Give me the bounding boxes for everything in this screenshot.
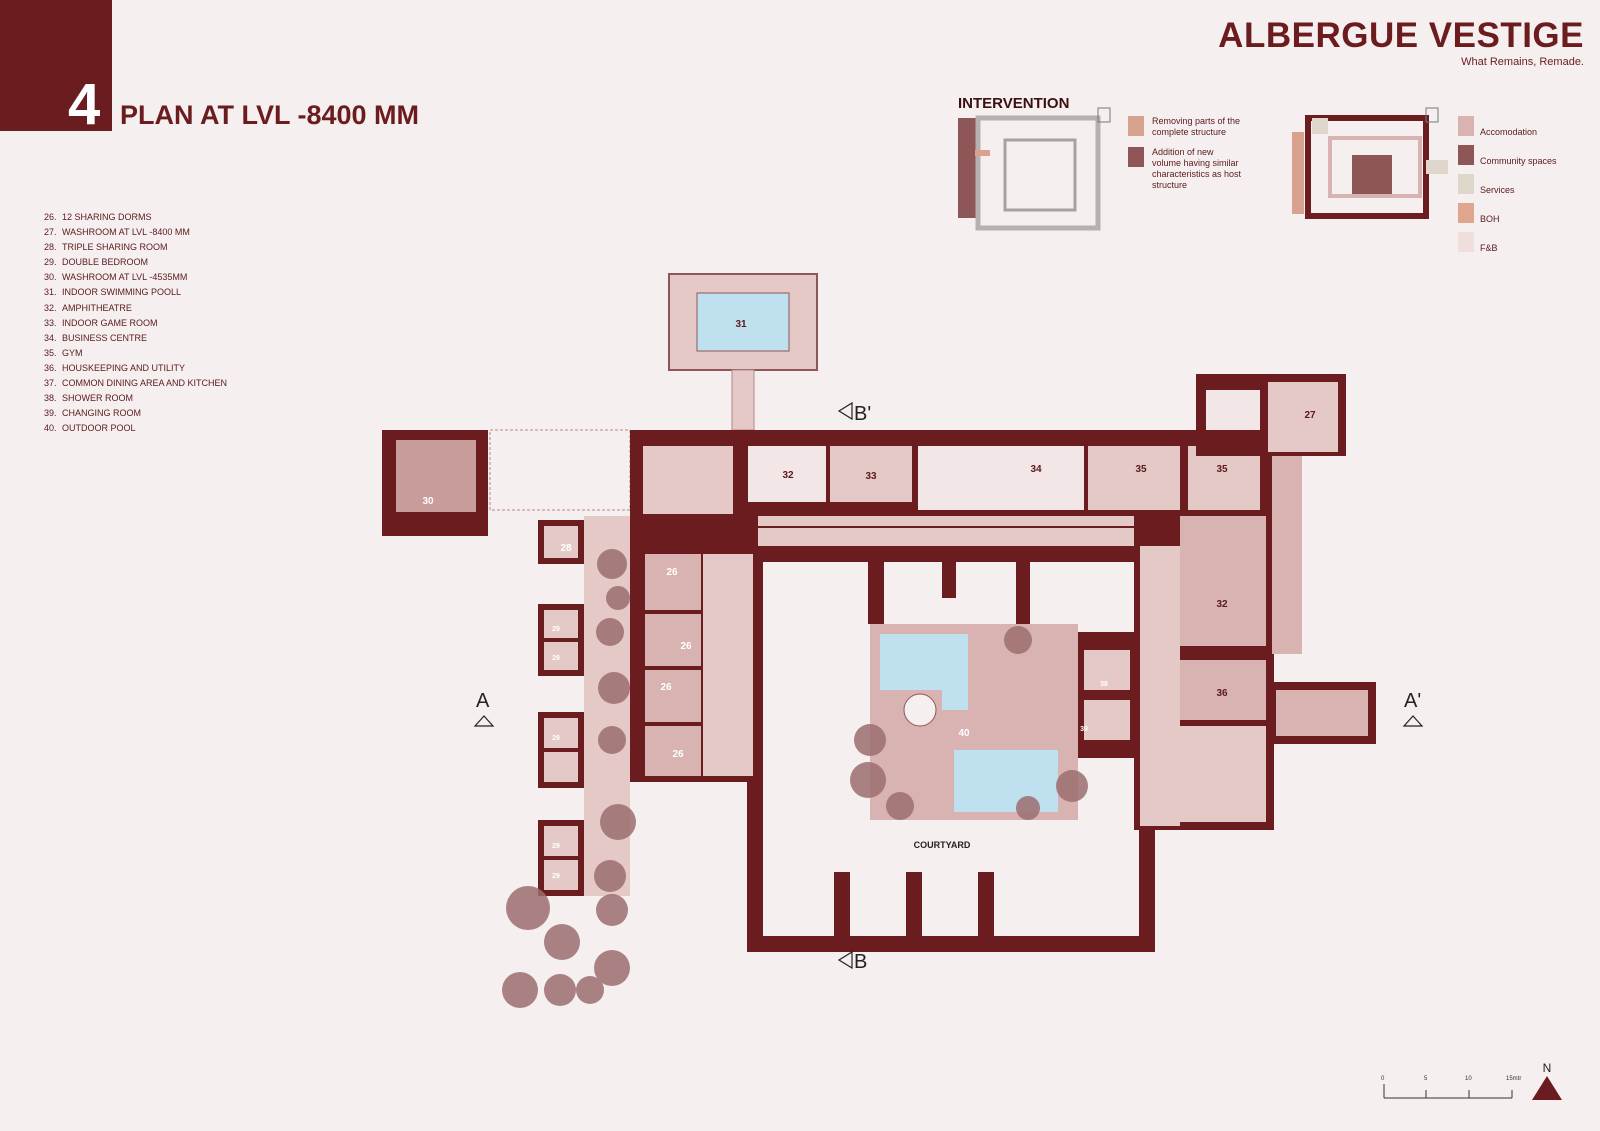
- room-label: 29: [552, 655, 560, 662]
- section-b-label: B: [854, 951, 867, 973]
- legend-item: 35.GYM: [44, 347, 83, 358]
- north-arrow: N: [1532, 1061, 1562, 1100]
- section-markers: A A' B' B: [473, 401, 1424, 973]
- svg-text:N: N: [1543, 1061, 1552, 1075]
- room-label: 38: [1100, 681, 1108, 688]
- sheet-number: 4: [68, 72, 101, 137]
- legend-item: 40.OUTDOOR POOL: [44, 423, 136, 434]
- legend-item: 37.COMMON DINING AREA AND KITCHEN: [44, 378, 228, 389]
- room-label: 29: [552, 873, 560, 880]
- room-label: 26: [660, 682, 672, 693]
- room-label: 29: [552, 735, 560, 742]
- legend-item: 29.DOUBLE BEDROOM: [44, 257, 149, 268]
- section-b-arrow-icon: [837, 950, 853, 970]
- brand: ALBERGUE VESTIGE What Remains, Remade.: [1218, 16, 1584, 68]
- trees: [502, 549, 1088, 1008]
- legend-item: 39.CHANGING ROOM: [44, 408, 142, 419]
- room-label: 40: [958, 728, 970, 739]
- section-a-prime-arrow-icon: [1402, 715, 1424, 727]
- room-label: 29: [552, 626, 560, 633]
- section-a-prime-label: A': [1404, 690, 1421, 712]
- room-label: 34: [1030, 464, 1042, 475]
- legend-item: 33.INDOOR GAME ROOM: [44, 317, 158, 328]
- svg-text:5: 5: [1424, 1076, 1428, 1082]
- north-arrow-icon: [1532, 1076, 1562, 1100]
- legend-item: 38.SHOWER ROOM: [44, 393, 133, 404]
- removal-swatch: [1128, 116, 1144, 136]
- legend-item: 30.WASHROOM AT LVL -4535MM: [44, 272, 188, 283]
- legend-item: 28.TRIPLE SHARING ROOM: [44, 242, 168, 253]
- boh-swatch: [1458, 203, 1474, 223]
- room-label: 28: [560, 543, 572, 554]
- section-a-arrow-icon: [473, 715, 495, 727]
- scale-bar: 0 5 10 15mtr: [1381, 1076, 1521, 1099]
- room-label: 27: [1304, 410, 1316, 421]
- legend-item: 31.INDOOR SWIMMING POOLL: [44, 287, 182, 298]
- legend-item: 36.HOUSKEEPING AND UTILITY: [44, 362, 186, 373]
- room-label: 29: [552, 843, 560, 850]
- washroom-block-30: [382, 429, 631, 536]
- sheet-title: PLAN AT LVL -8400 MM: [120, 100, 420, 130]
- legend-item: 27.WASHROOM AT LVL -8400 MM: [44, 227, 190, 238]
- section-b-prime-label: B': [854, 403, 871, 425]
- room-label: 32: [782, 470, 794, 481]
- legend-item: 32.AMPHITHEATRE: [44, 302, 132, 313]
- fnb-swatch: [1458, 232, 1474, 252]
- east-wing: [1078, 456, 1376, 830]
- addition-swatch: [1128, 147, 1144, 167]
- room-label: 26: [666, 567, 678, 578]
- room-label: 33: [865, 471, 877, 482]
- courtyard-label: COURTYARD: [914, 840, 971, 850]
- zoning-thumbnail: [1292, 107, 1448, 219]
- room-label: 35: [1135, 464, 1147, 475]
- room-label: 35: [1216, 464, 1228, 475]
- section-b-prime-arrow-icon: [837, 401, 853, 421]
- room-label: 36: [1216, 688, 1228, 699]
- services-swatch: [1458, 174, 1474, 194]
- legend-item: 26.12 SHARING DORMS: [44, 212, 152, 222]
- room-label: 26: [680, 641, 692, 652]
- room-legend: 26.12 SHARING DORMS 27.WASHROOM AT LVL -…: [44, 212, 227, 438]
- room-label: 39: [1080, 726, 1088, 733]
- svg-text:15mtr: 15mtr: [1506, 1076, 1521, 1082]
- intervention-thumbnail: [958, 107, 1111, 231]
- svg-text:10: 10: [1465, 1076, 1472, 1082]
- brand-title: ALBERGUE VESTIGE: [1218, 16, 1584, 55]
- annex-27: [1196, 374, 1346, 456]
- outdoor-pool-deck: [870, 624, 1078, 820]
- section-a-label: A: [476, 690, 490, 712]
- legend-item: 34.BUSINESS CENTRE: [44, 332, 148, 343]
- intervention-title: INTERVENTION: [958, 95, 1070, 112]
- room-label: 32: [1216, 599, 1228, 610]
- svg-text:0: 0: [1381, 1076, 1385, 1082]
- indoor-pool-block: [668, 273, 818, 431]
- room-label: 31: [735, 319, 747, 330]
- room-label: 30: [422, 496, 434, 507]
- brand-tagline: What Remains, Remade.: [1461, 56, 1584, 68]
- sheet-number-block: [0, 0, 112, 131]
- room-label: 26: [672, 749, 684, 760]
- accomodation-swatch: [1458, 116, 1474, 136]
- community-swatch: [1458, 145, 1474, 165]
- west-wing: [538, 516, 758, 896]
